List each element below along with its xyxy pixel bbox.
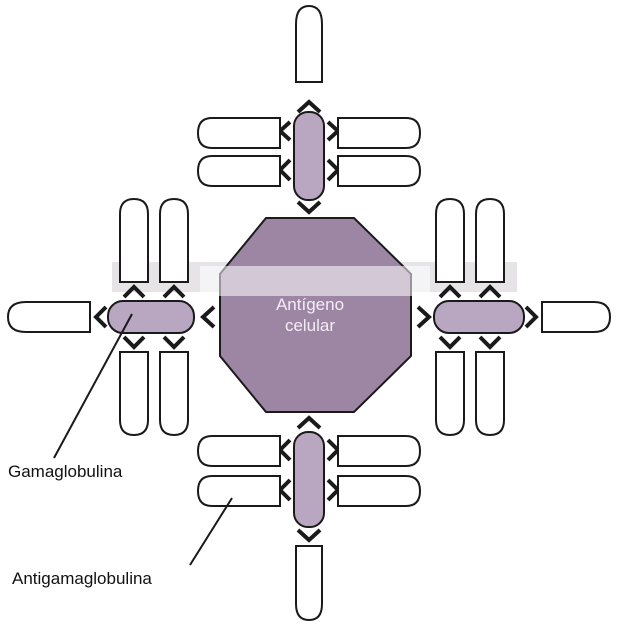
antigamaglobulina-left-group — [6, 197, 189, 437]
cell-antigen-label-line1: Antígeno — [275, 295, 345, 314]
gamaglobulina-right — [416, 284, 539, 350]
highlight-band — [200, 266, 430, 296]
antigamaglobulina-right-group — [435, 197, 612, 437]
cell-antigen-label-line2: celular — [284, 316, 336, 335]
leader-line-gamaglobulina — [53, 313, 133, 459]
gamaglobulina-left — [93, 284, 216, 350]
antigamaglobulina-label: Antigamaglobulina — [12, 569, 152, 588]
gamaglobulina-bottom — [277, 415, 341, 543]
antigamaglobulina-bottom-group — [196, 435, 422, 622]
antigamaglobulina-top-group — [196, 4, 422, 187]
leader-line-antigamaglobulina — [189, 497, 233, 566]
gamaglobulina-top — [277, 99, 341, 215]
cell-antigen-label: Antígeno celular — [235, 294, 385, 336]
gamaglobulina-label: Gamaglobulina — [8, 462, 123, 481]
